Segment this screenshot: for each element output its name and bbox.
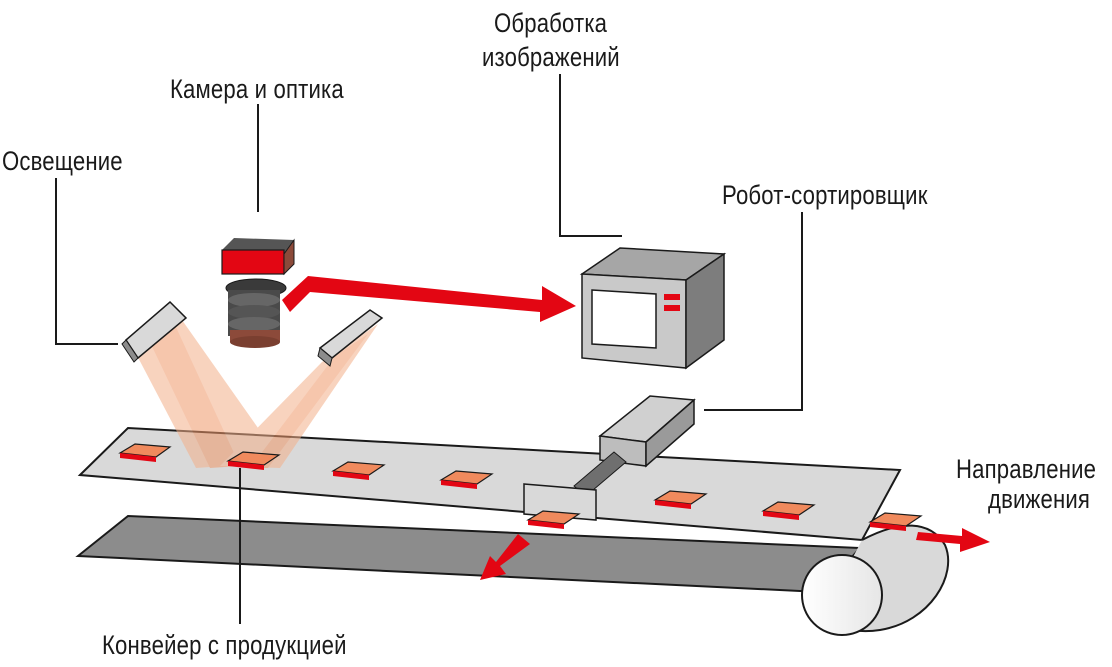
computer-monitor-icon: [579, 247, 727, 370]
leader-line-processing: [559, 74, 622, 237]
product-item: [653, 490, 708, 509]
label-robot: Робот-сортировщик: [722, 180, 928, 210]
label-processing-line1: Обработка: [494, 8, 608, 38]
product-item: [868, 512, 923, 531]
product-item: [439, 470, 494, 489]
leader-lines: [55, 74, 803, 624]
product-item: [526, 510, 581, 529]
camera-icon: [221, 238, 295, 348]
label-direction-line1: Направление: [956, 454, 1097, 484]
product-item: [226, 451, 281, 470]
signal-arrow-icon: [282, 276, 576, 322]
product-item: [331, 461, 386, 480]
lamp-icon: [121, 300, 188, 363]
reject-arrow-icon: [480, 534, 530, 580]
leader-line-robot: [704, 212, 803, 411]
label-processing-line2: изображений: [482, 42, 620, 72]
product-item: [761, 501, 816, 520]
product-item: [118, 443, 172, 462]
leader-line-lighting: [55, 178, 118, 345]
conveyor-roller: [801, 554, 883, 636]
products: [118, 443, 923, 531]
light-beams: [132, 320, 378, 468]
label-conveyor: Конвейер с продукцией: [102, 630, 347, 660]
lamp-icon: [317, 309, 384, 367]
label-direction-line2: движения: [988, 484, 1091, 514]
label-lighting: Освещение: [2, 146, 123, 176]
label-camera: Камера и оптика: [170, 74, 344, 104]
robot-pusher-icon: [523, 395, 696, 529]
direction-arrow-icon: [916, 528, 990, 552]
